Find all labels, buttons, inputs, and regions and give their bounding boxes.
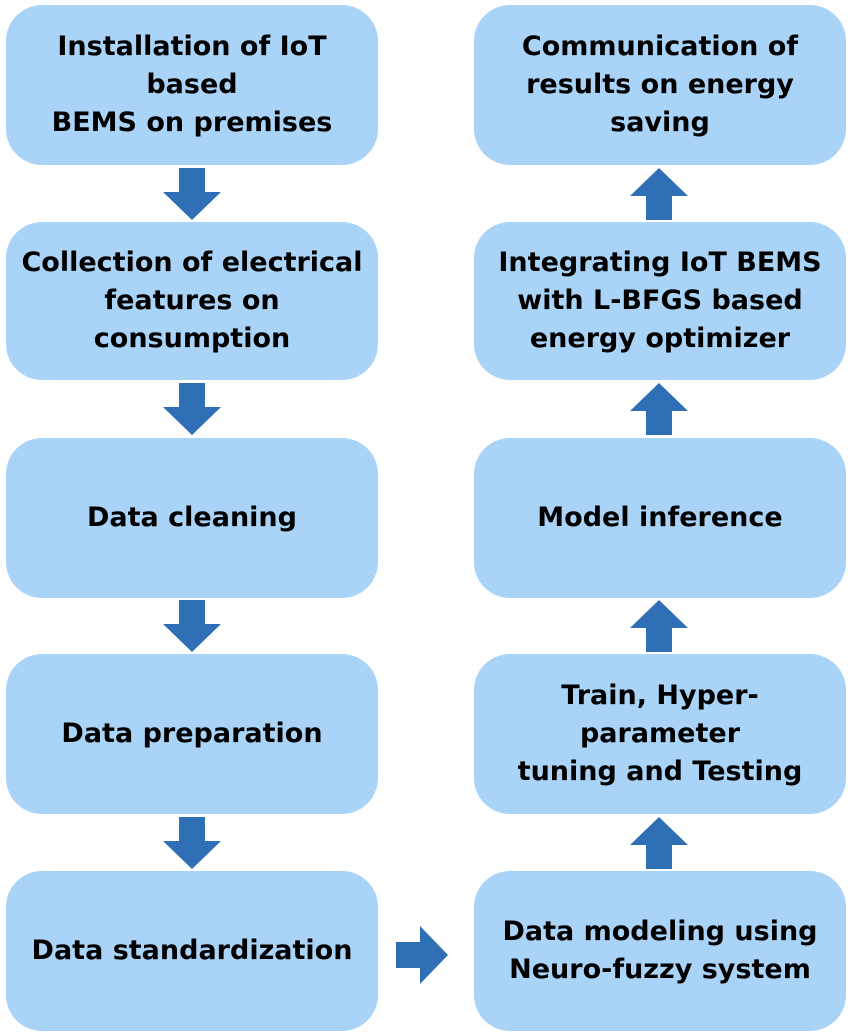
step-preparation-box: Data preparation <box>6 654 378 814</box>
step-inference-box: Model inference <box>474 438 846 598</box>
arrow-up-icon <box>630 600 688 652</box>
arrow-up-icon <box>630 817 688 869</box>
arrow-down-icon <box>163 383 221 435</box>
step-communication-box: Communication of results on energy savin… <box>474 5 846 165</box>
arrow-up-icon <box>630 168 688 220</box>
arrow-down-icon <box>163 168 221 220</box>
arrow-down-icon <box>163 600 221 652</box>
step-modeling-box: Data modeling using Neuro-fuzzy system <box>474 871 846 1031</box>
step-standardization-box: Data standardization <box>6 871 378 1031</box>
step-integration-box: Integrating IoT BEMS with L-BFGS based e… <box>474 222 846 380</box>
step-installation-box: Installation of IoT based BEMS on premis… <box>6 5 378 165</box>
step-cleaning-box: Data cleaning <box>6 438 378 598</box>
arrow-down-icon <box>163 817 221 869</box>
step-collection-box: Collection of electrical features on con… <box>6 222 378 380</box>
step-training-box: Train, Hyper-parameter tuning and Testin… <box>474 654 846 814</box>
arrow-right-icon <box>396 926 448 984</box>
arrow-up-icon <box>630 383 688 435</box>
